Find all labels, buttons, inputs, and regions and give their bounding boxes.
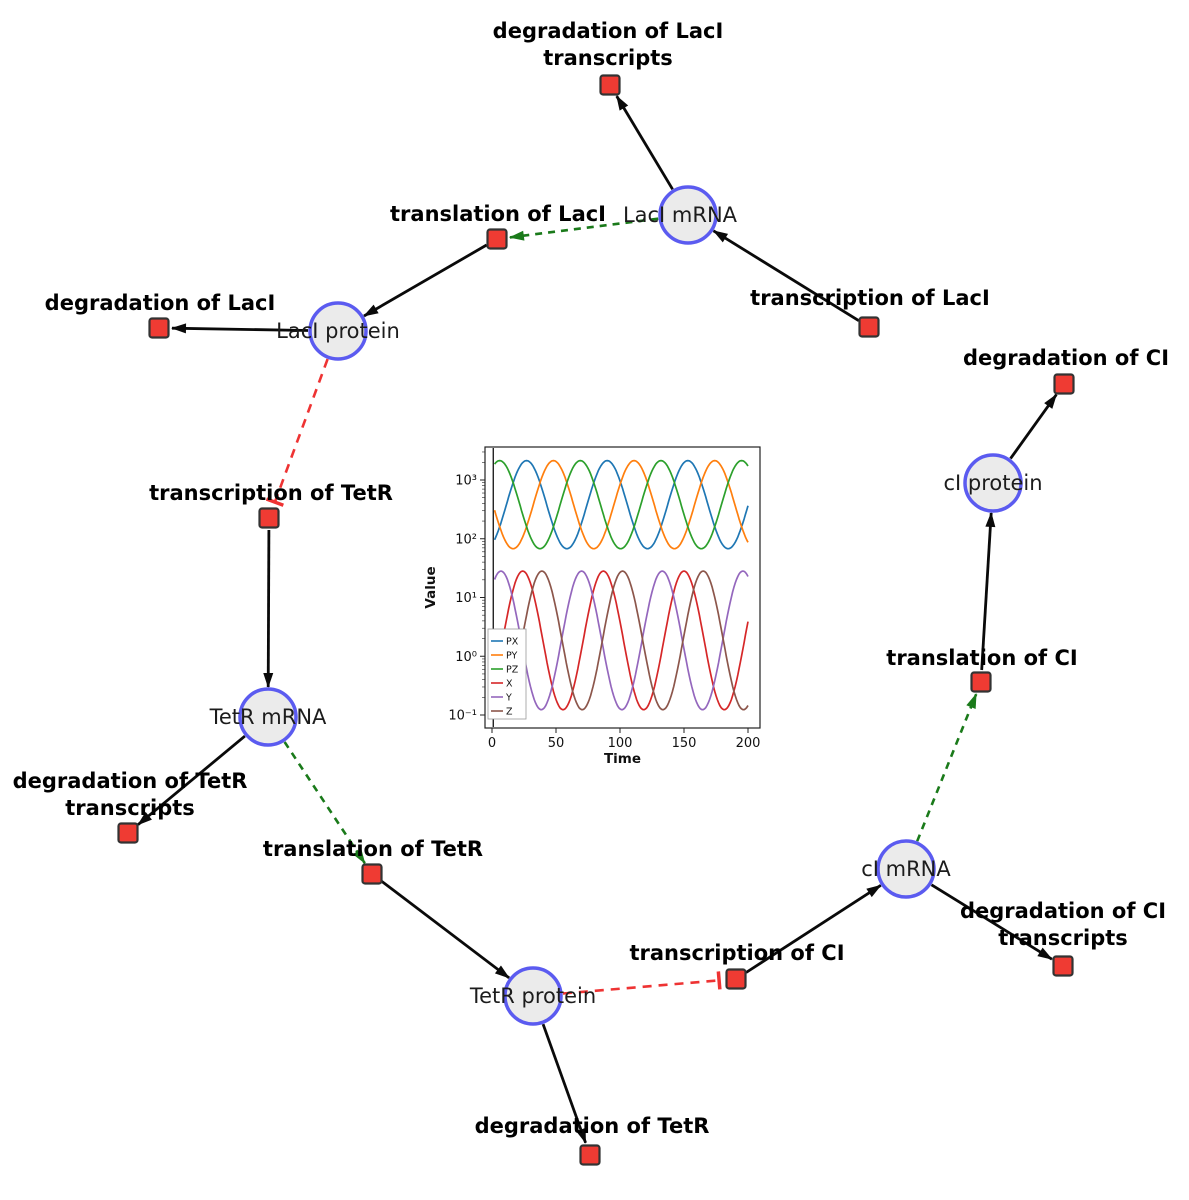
chart-series-X [493, 570, 749, 711]
reaction-node-transcription_tetr[interactable] [258, 507, 280, 529]
chart-series-PZ [493, 459, 749, 550]
species-node-ci_mrna[interactable] [876, 839, 936, 899]
reaction-label-deg_laci: degradation of LacI [45, 291, 276, 315]
reaction-node-deg_laci[interactable] [148, 317, 170, 339]
chart-y-tick-label: 10⁻¹ [448, 709, 477, 724]
reaction-label-transcription_tetr: transcription of TetR [149, 481, 393, 505]
reaction-label-deg_ci_tx: degradation of CI [960, 899, 1166, 923]
edge-production-transcription_ci-to-ci_mrna [745, 884, 882, 974]
edge-production-translation_ci-to-ci_protein [980, 511, 996, 671]
species-label-tetr_mrna: TetR mRNA [209, 705, 327, 729]
reaction-node-deg_ci_tx[interactable] [1052, 955, 1074, 977]
species-node-ci_protein[interactable] [963, 453, 1023, 513]
chart-x-tick-label: 50 [548, 736, 565, 751]
reaction-label-deg_ci_tx: transcripts [998, 926, 1128, 950]
reaction-label-translation_ci: translation of CI [886, 646, 1077, 670]
reaction-label-transcription_ci: transcription of CI [629, 941, 844, 965]
species-label-tetr_protein: TetR protein [469, 984, 596, 1008]
edge-consumption-laci_protein-to-deg_laci [171, 323, 309, 334]
species-node-laci_protein[interactable] [308, 301, 368, 361]
edge-production-translation_laci-to-laci_protein [363, 243, 488, 318]
reaction-label-deg_ci: degradation of CI [963, 346, 1169, 370]
chart-x-tick-label: 150 [672, 736, 697, 751]
edge-production-translation_tetr-to-tetr_protein [380, 880, 510, 980]
chart-x-tick-label: 0 [488, 736, 496, 751]
chart-y-tick-label: 10⁰ [455, 650, 477, 665]
reaction-node-transcription_laci[interactable] [858, 316, 880, 338]
reaction-label-deg_laci_tx: transcripts [543, 46, 673, 70]
chart-legend-label-X: X [506, 679, 513, 690]
reaction-label-translation_tetr: translation of TetR [263, 837, 483, 861]
chart-series-Z [493, 570, 749, 711]
chart-legend-label-PX: PX [506, 637, 519, 648]
reaction-node-translation_tetr[interactable] [361, 863, 383, 885]
edge-consumption-ci_mrna-to-deg_ci_tx [930, 883, 1053, 961]
edge-modifier-tetr_mrna-to-translation_tetr [283, 741, 366, 865]
reaction-node-translation_laci[interactable] [486, 228, 508, 250]
species-node-tetr_protein[interactable] [503, 966, 563, 1026]
species-node-tetr_mrna[interactable] [238, 687, 298, 747]
reaction-node-deg_laci_tx[interactable] [599, 74, 621, 96]
edge-production-transcription_laci-to-laci_mrna [712, 229, 860, 322]
species-label-laci_mrna: LacI mRNA [623, 203, 738, 227]
edge-consumption-laci_mrna-to-deg_laci_tx [615, 95, 674, 191]
species-label-ci_protein: cI protein [943, 471, 1042, 495]
reaction-node-transcription_ci[interactable] [725, 968, 747, 990]
reaction-node-deg_tetr[interactable] [579, 1144, 601, 1166]
chart-legend-label-Z: Z [506, 707, 513, 718]
chart-x-axis-title: Time [604, 751, 641, 767]
chart-legend-box [487, 628, 527, 720]
chart-y-tick-label: 10² [455, 532, 477, 547]
species-label-ci_mrna: cI mRNA [861, 857, 951, 881]
edge-inhibition-tetr_protein-to-transcription_ci [562, 971, 722, 995]
chart-legend-label-Y: Y [505, 693, 512, 704]
species-label-laci_protein: LacI protein [276, 319, 400, 343]
reaction-label-deg_laci_tx: degradation of LacI [493, 19, 724, 43]
edge-consumption-tetr_protein-to-deg_tetr [541, 1023, 587, 1144]
reaction-label-deg_tetr: degradation of TetR [475, 1114, 710, 1138]
chart-series-PX [493, 459, 749, 550]
reaction-label-deg_tetr_tx: transcripts [65, 796, 195, 820]
chart-legend-label-PZ: PZ [506, 665, 519, 676]
chart-x-tick-label: 100 [608, 736, 633, 751]
chart-x-tick-label: 200 [736, 736, 761, 751]
chart-series-PY [493, 459, 749, 550]
reaction-label-transcription_laci: transcription of LacI [750, 286, 990, 310]
edge-modifier-ci_mrna-to-translation_ci [915, 693, 978, 842]
edge-consumption-ci_protein-to-deg_ci [1009, 393, 1058, 460]
reaction-label-translation_laci: translation of LacI [390, 202, 606, 226]
chart-y-tick-label: 10¹ [455, 591, 477, 606]
species-node-laci_mrna[interactable] [658, 185, 718, 245]
chart-y-axis-title: Value [423, 566, 439, 608]
reaction-node-translation_ci[interactable] [970, 671, 992, 693]
reaction-label-deg_tetr_tx: degradation of TetR [13, 769, 248, 793]
chart-series-Y [493, 570, 749, 711]
chart-y-tick-label: 10³ [455, 474, 477, 489]
edge-consumption-tetr_mrna-to-deg_tetr_tx [137, 735, 246, 826]
reaction-node-deg_tetr_tx[interactable] [117, 822, 139, 844]
chart-legend-label-PY: PY [506, 651, 518, 662]
edge-production-transcription_tetr-to-tetr_mrna [263, 529, 274, 688]
reaction-node-deg_ci[interactable] [1053, 373, 1075, 395]
